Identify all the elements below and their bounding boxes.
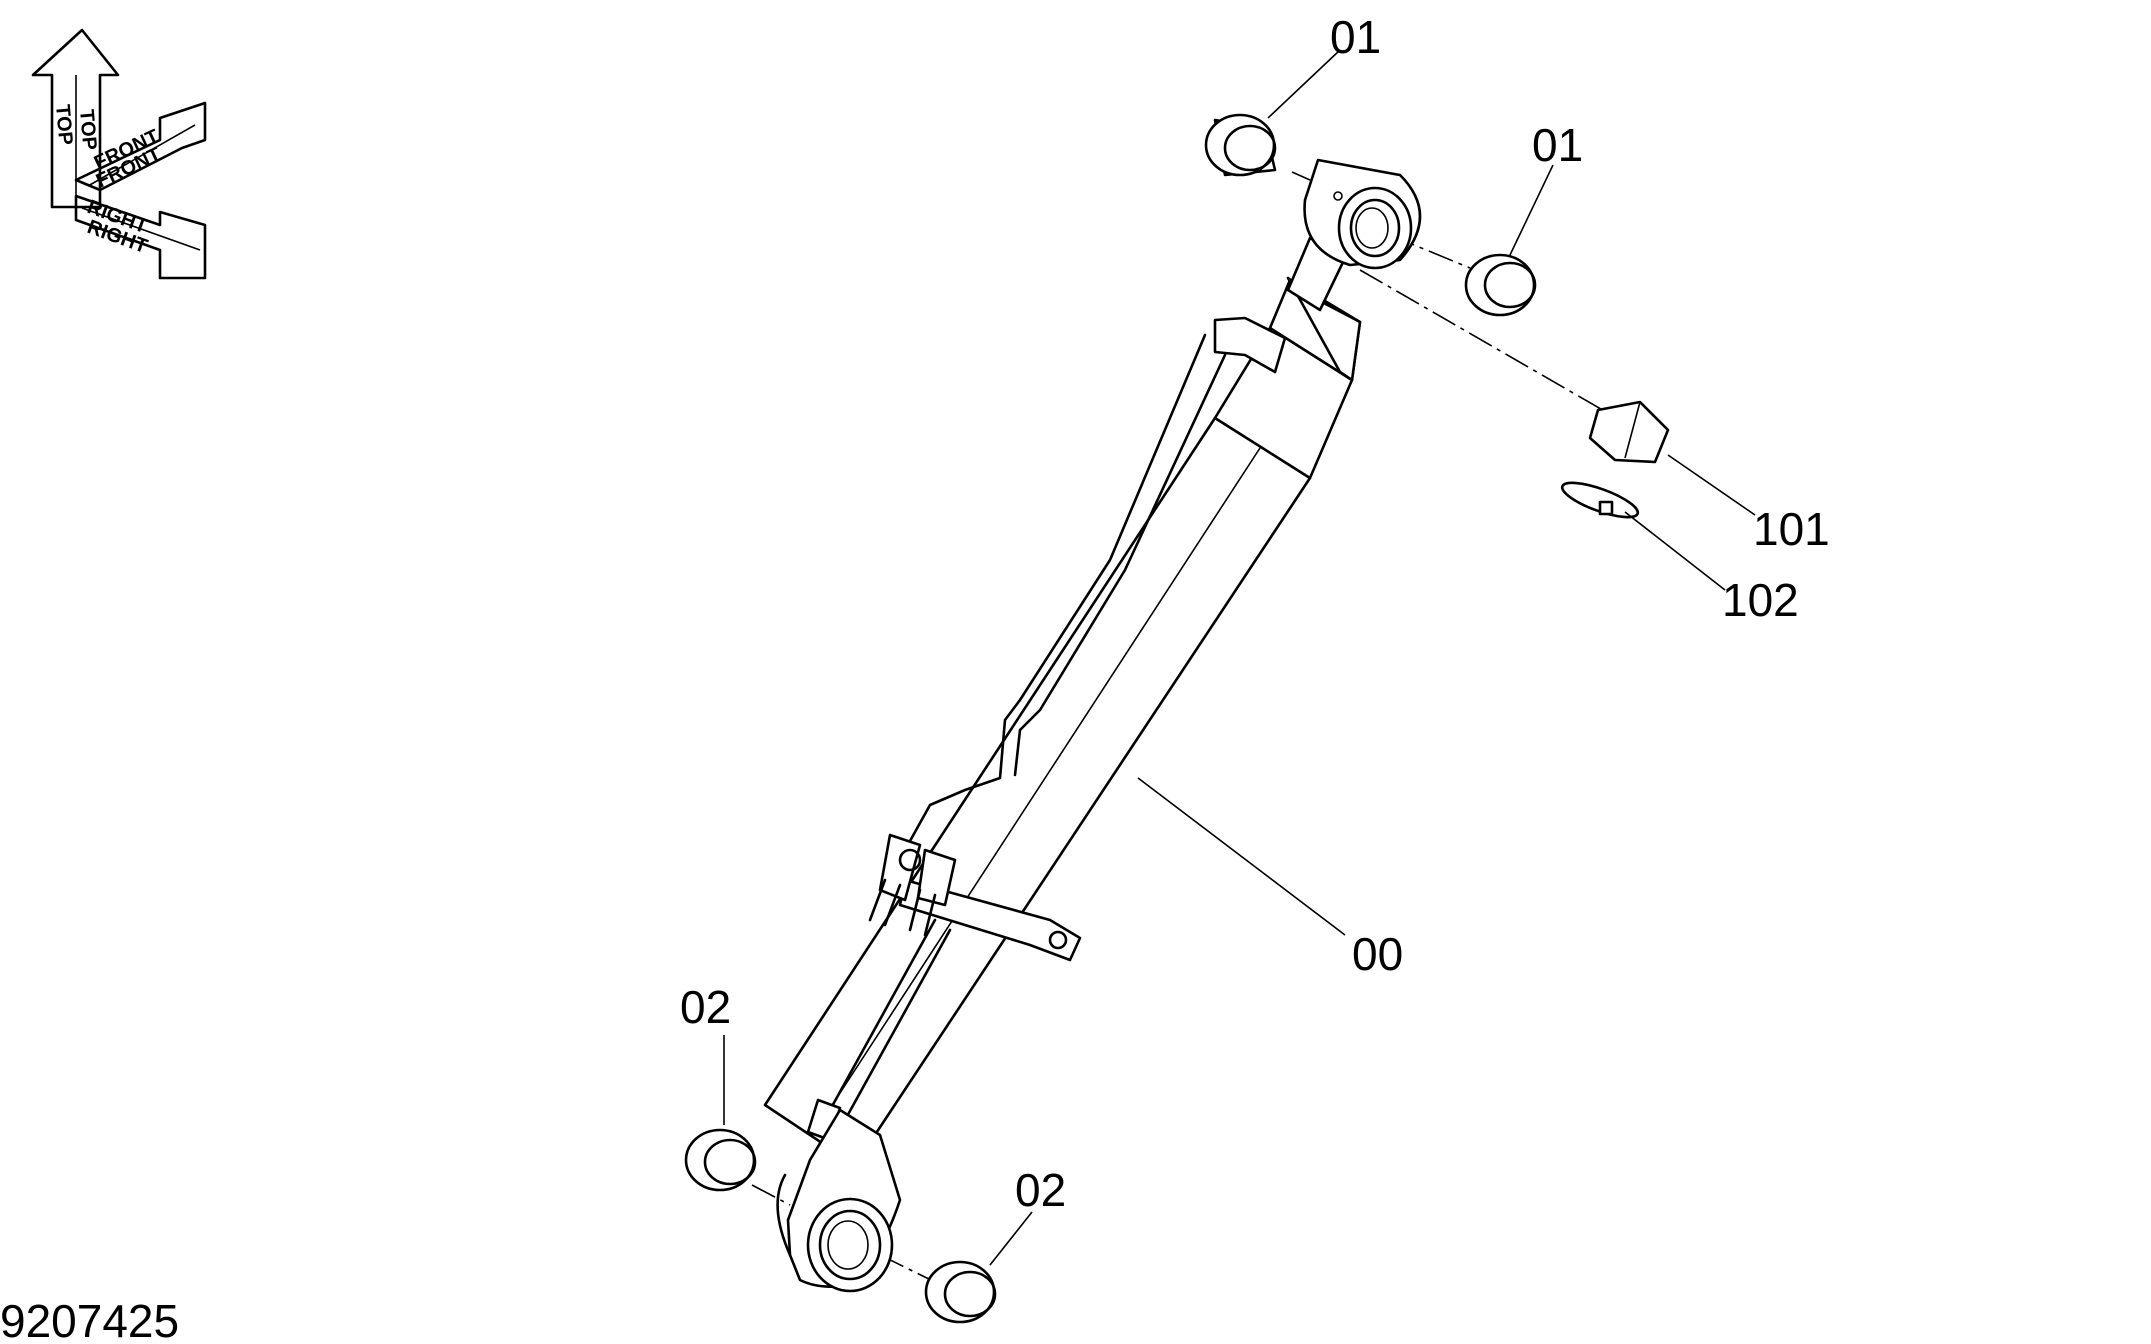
leader-lines — [723, 49, 1756, 1266]
callout-102: 102 — [1722, 574, 1799, 626]
cylinder-barrel — [763, 416, 1312, 1167]
callout-00: 00 — [1352, 928, 1403, 980]
cylinder-bottom-eye — [776, 1108, 902, 1293]
hydraulic-pipe — [903, 333, 1207, 852]
part-102-washer — [1560, 481, 1640, 519]
callout-labels: 01 01 101 102 00 02 02 — [680, 11, 1830, 1216]
callout-101: 101 — [1753, 503, 1830, 555]
rod-eye — [1303, 158, 1422, 270]
orient-right-arrow-icon: RIGHT RIGHT — [74, 194, 207, 280]
bushing-01-upper-left — [1204, 113, 1277, 177]
orient-top-label-a: TOP — [51, 104, 76, 147]
upper-pipe-clamp — [1213, 316, 1287, 374]
part-101-nut — [1588, 400, 1670, 464]
orient-top-label-b: TOP — [75, 109, 100, 152]
orient-top-arrow-icon: TOP TOP — [31, 28, 120, 209]
callout-02-right: 02 — [1015, 1164, 1066, 1216]
orientation-indicator: TOP TOP FRONT FRONT RIGHT RIGHT — [31, 28, 207, 280]
hose-fittings — [868, 833, 957, 937]
callout-02-left: 02 — [680, 981, 731, 1033]
bushing-02-right — [924, 1260, 997, 1324]
callout-01-upper: 01 — [1330, 11, 1381, 63]
bushing-02-left — [684, 1128, 757, 1192]
bushing-01-right — [1464, 253, 1537, 317]
figure-number: 9207425 — [0, 1295, 179, 1344]
hydraulic-cylinder — [763, 158, 1422, 1293]
callout-01-right: 01 — [1532, 119, 1583, 171]
